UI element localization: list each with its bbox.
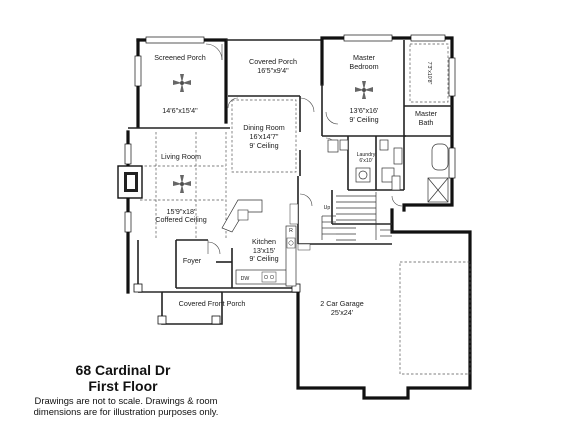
living-room-name: Living Room bbox=[161, 152, 201, 161]
disclaimer-line2: dimensions are for illustration purposes… bbox=[33, 406, 219, 417]
living-room-ceiling: Coffered Ceiling bbox=[155, 215, 206, 224]
garage-dims: 25'x24' bbox=[331, 308, 354, 317]
address-title: 68 Cardinal Dr bbox=[75, 362, 171, 378]
master-bedroom-ceiling: 9' Ceiling bbox=[349, 115, 378, 124]
closet-dims: 7'3"x10'8" bbox=[426, 62, 432, 85]
covered-front-porch-name: Covered Front Porch bbox=[179, 299, 246, 308]
ceiling-fan-icon bbox=[355, 81, 373, 99]
foyer-name: Foyer bbox=[183, 256, 202, 265]
ceiling-fan-icon bbox=[173, 175, 191, 193]
garage-name: 2 Car Garage bbox=[320, 299, 364, 308]
dishwasher-label: DW bbox=[241, 276, 250, 282]
range-label: R bbox=[289, 228, 293, 234]
fireplace bbox=[117, 165, 143, 199]
covered-porch-dims: 16'5"x9'4" bbox=[257, 66, 289, 75]
ceiling-lines bbox=[140, 43, 471, 375]
kitchen-name: Kitchen bbox=[252, 237, 276, 246]
stairs-up-label: Up bbox=[324, 205, 331, 211]
screened-porch-name: Screened Porch bbox=[154, 53, 206, 62]
bath-fixtures bbox=[327, 139, 449, 203]
laundry-dims: 6'x10' bbox=[359, 158, 372, 164]
master-bedroom-dims: 13'6"x16' bbox=[350, 106, 380, 115]
room-labels: Screened Porch 14'6"x15'4" Covered Porch… bbox=[154, 53, 437, 317]
ceiling-fan-icon bbox=[173, 74, 191, 92]
laundry-name: Laundry bbox=[357, 152, 376, 158]
kitchen-dims: 13'x15' bbox=[253, 246, 276, 255]
master-bath-name-line2: Bath bbox=[419, 118, 434, 127]
door-swings bbox=[205, 43, 403, 255]
master-bath-name-line1: Master bbox=[415, 109, 438, 118]
dining-room-ceiling: 9' Ceiling bbox=[249, 141, 278, 150]
floor-title: First Floor bbox=[88, 378, 158, 394]
kitchen-ceiling: 9' Ceiling bbox=[249, 254, 278, 263]
screened-porch-dims: 14'6"x15'4" bbox=[162, 106, 198, 115]
master-bedroom-name-line1: Master bbox=[353, 53, 376, 62]
staircase bbox=[321, 192, 392, 241]
kitchen-cabinets bbox=[221, 199, 311, 287]
living-room-dims: 15'9"x18' bbox=[167, 207, 197, 216]
dining-room-dims: 16'x14'7" bbox=[250, 132, 279, 141]
porch-columns bbox=[133, 283, 301, 325]
dining-room-name: Dining Room bbox=[243, 123, 285, 132]
disclaimer-line1: Drawings are not to scale. Drawings & ro… bbox=[34, 395, 218, 406]
windows bbox=[124, 34, 456, 233]
master-bedroom-name-line2: Bedroom bbox=[349, 62, 378, 71]
covered-porch-name: Covered Porch bbox=[249, 57, 297, 66]
